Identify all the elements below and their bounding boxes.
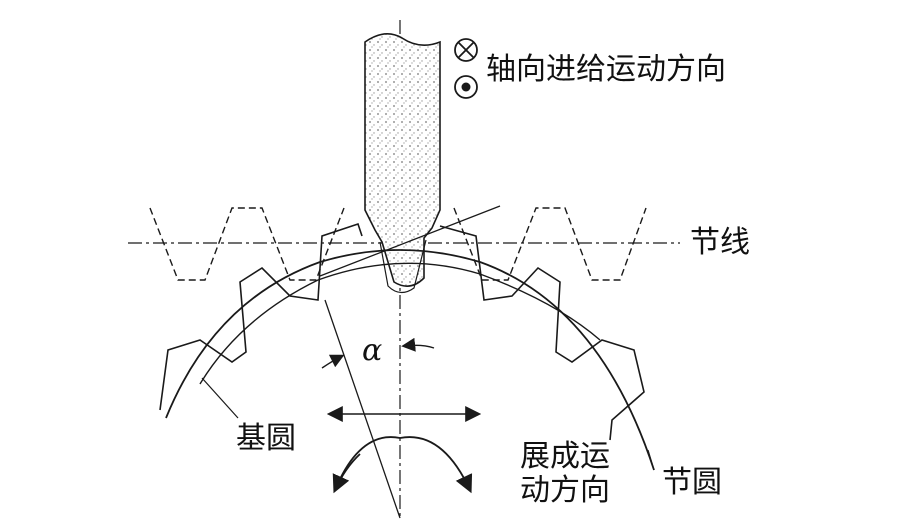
- grinding-wheel: [364, 33, 441, 287]
- pitch-circle-leader: [647, 449, 655, 471]
- pitch-line-label: 节线: [690, 225, 750, 260]
- dot-in-circle-icon: [454, 75, 478, 99]
- pitch-circle-arc: [165, 249, 655, 471]
- rotation-arrow-start: [332, 453, 361, 494]
- alpha-right-arrow: [401, 337, 435, 352]
- generating-motion-label: 展成运动方向: [520, 439, 610, 508]
- rotation-arrow: [334, 436, 473, 494]
- radial-line: [324, 299, 401, 519]
- base-circle-arc: [199, 262, 601, 385]
- base-circle-leader: [201, 377, 239, 419]
- cross-in-circle-icon: [454, 38, 478, 62]
- rack-profile: [149, 207, 647, 281]
- alpha-left-arrow: [321, 354, 345, 369]
- base-circle-label: 基圆: [236, 421, 296, 456]
- alpha-label: α: [362, 333, 383, 368]
- pitch-circle-label: 节圆: [662, 465, 722, 500]
- axial-feed-label: 轴向进给运动方向: [486, 52, 726, 87]
- grinding-wheel-tip: [379, 239, 427, 294]
- line-of-action: [319, 205, 501, 277]
- gear-outline: [159, 222, 645, 441]
